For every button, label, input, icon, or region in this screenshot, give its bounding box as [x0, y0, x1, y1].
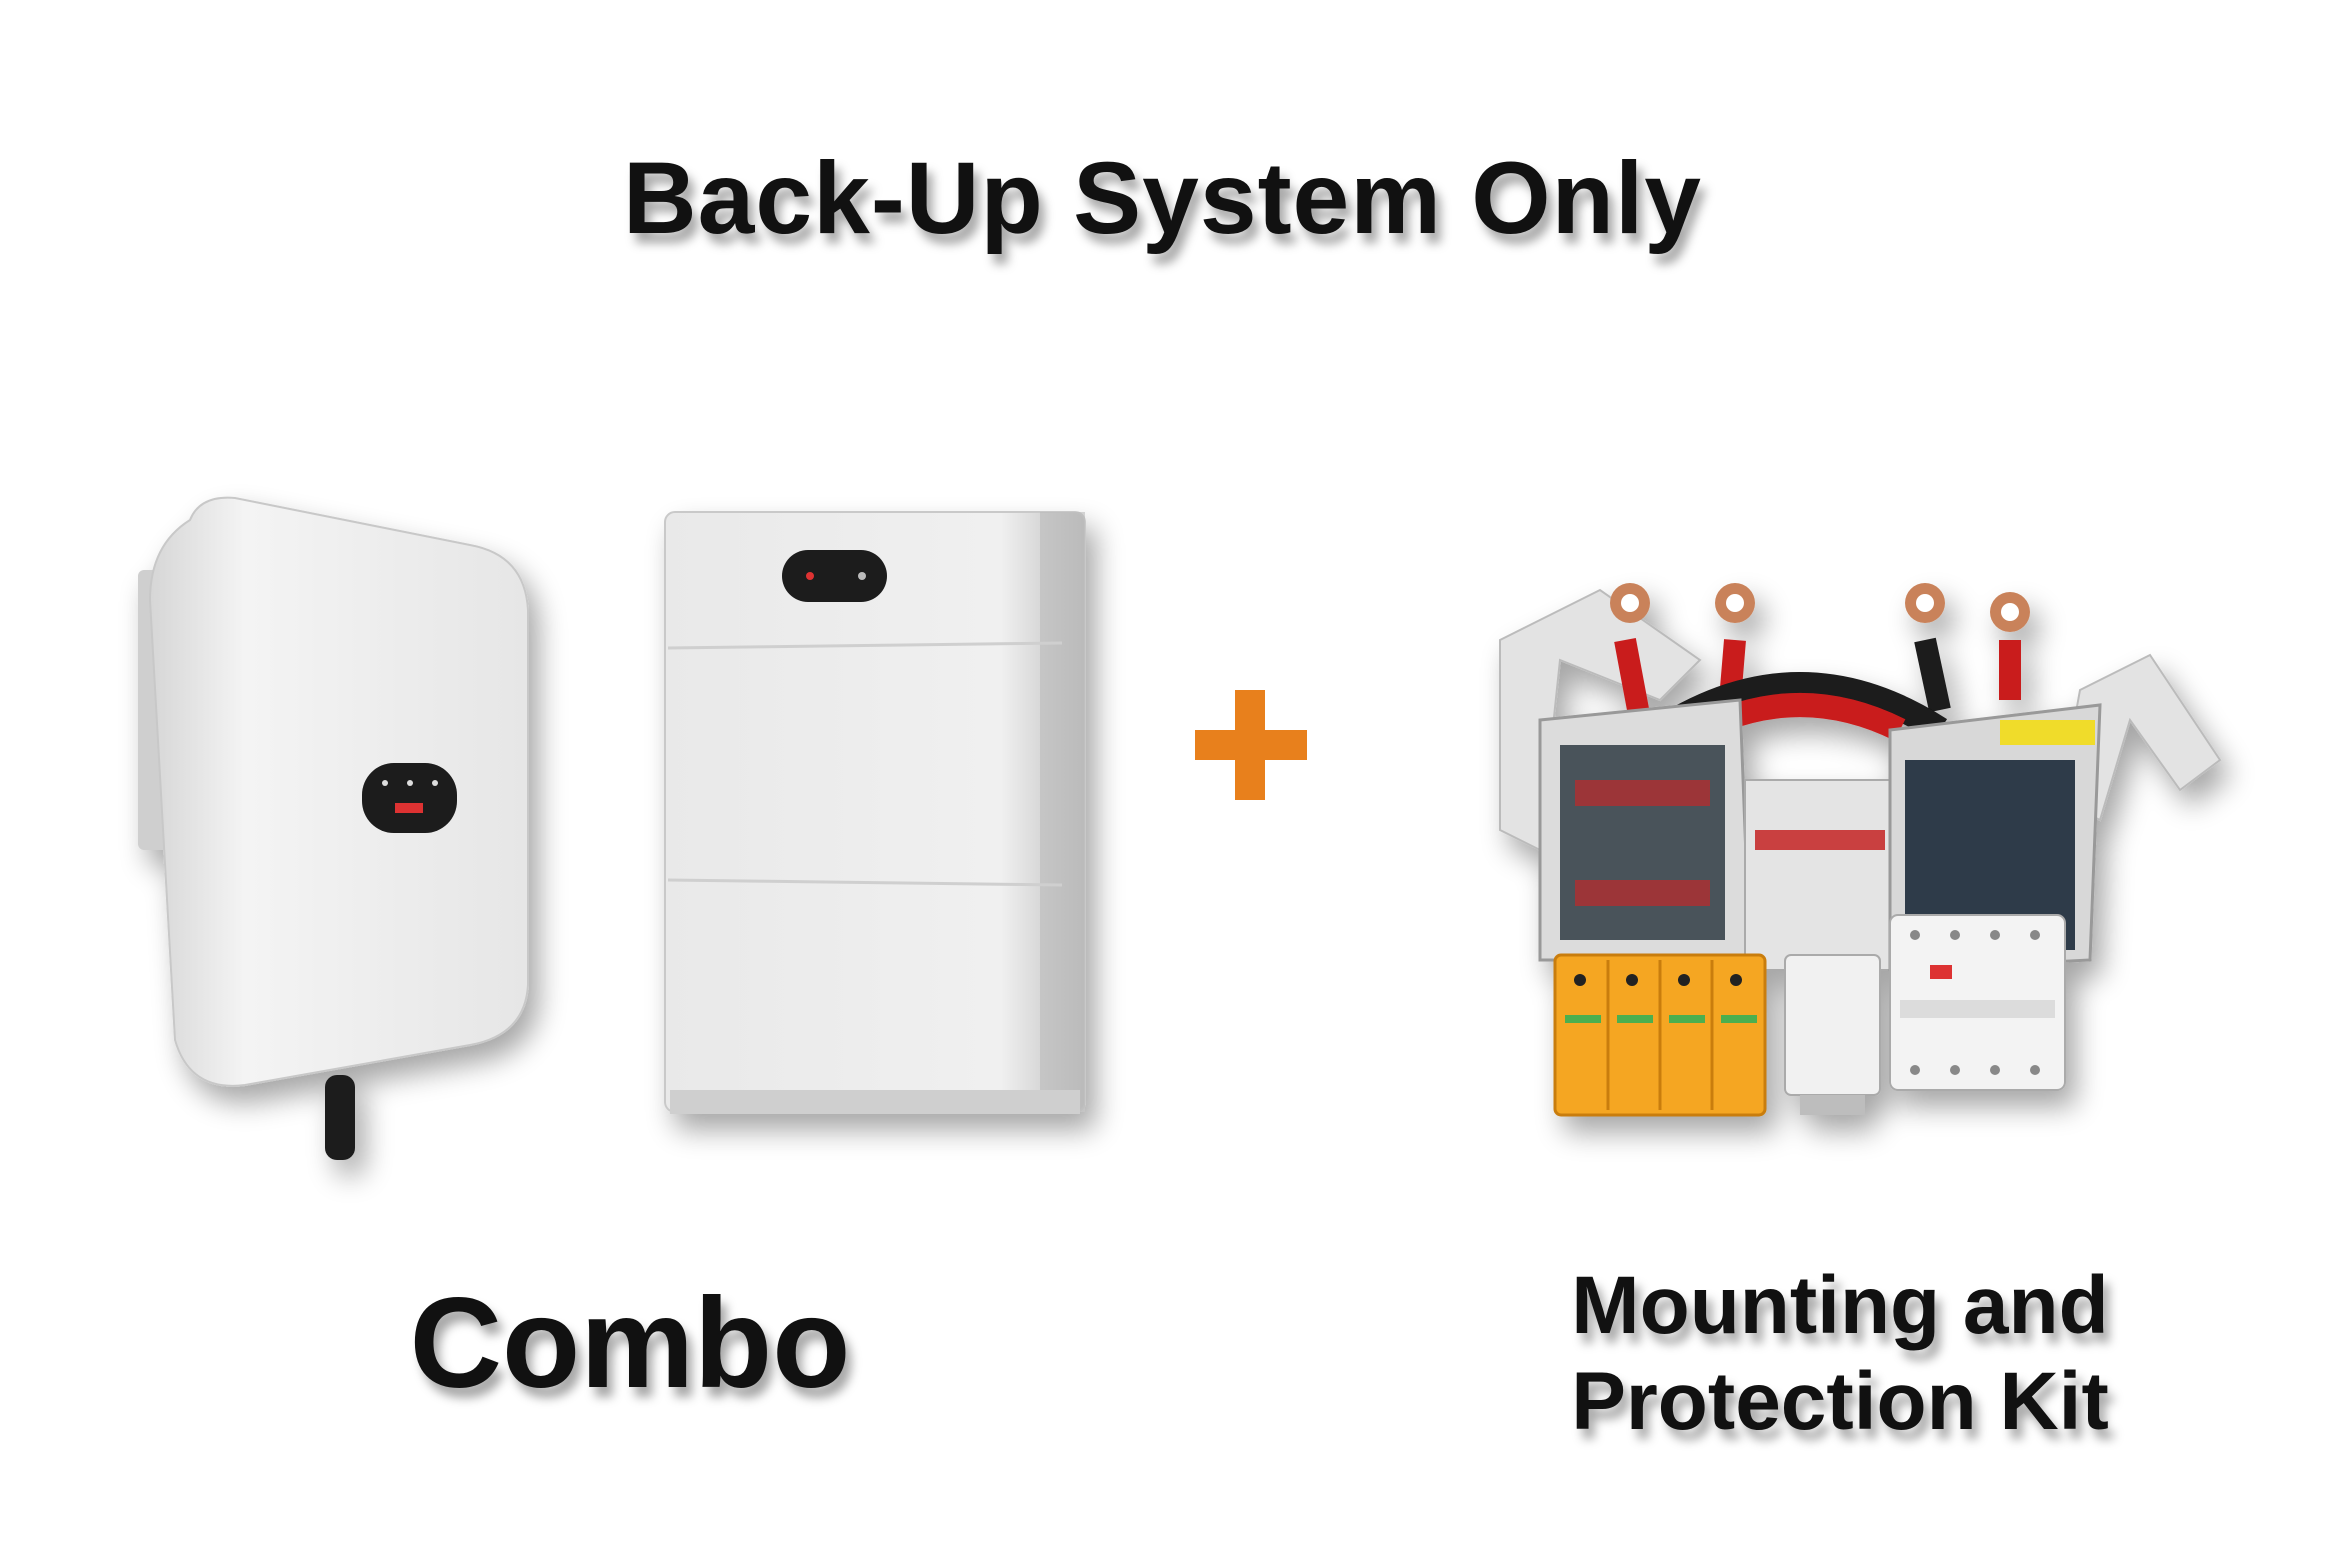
page-title: Back-Up System Only [622, 141, 1703, 255]
circuit-breaker-image [1889, 914, 2066, 1091]
inverter-image [138, 496, 529, 1160]
protection-kit-image [1499, 583, 2222, 1117]
fuse-image [1784, 954, 1881, 1115]
kit-label-line2: Protection Kit [1571, 1356, 2109, 1447]
combo-label: Combo [409, 1272, 851, 1415]
battery-image [664, 511, 1086, 1114]
kit-label-line1: Mounting and [1571, 1260, 2109, 1351]
surge-protector-image [1553, 953, 1767, 1117]
kit-label: Mounting and Protection Kit [1500, 1258, 2180, 1450]
plus-icon [1195, 690, 1307, 800]
